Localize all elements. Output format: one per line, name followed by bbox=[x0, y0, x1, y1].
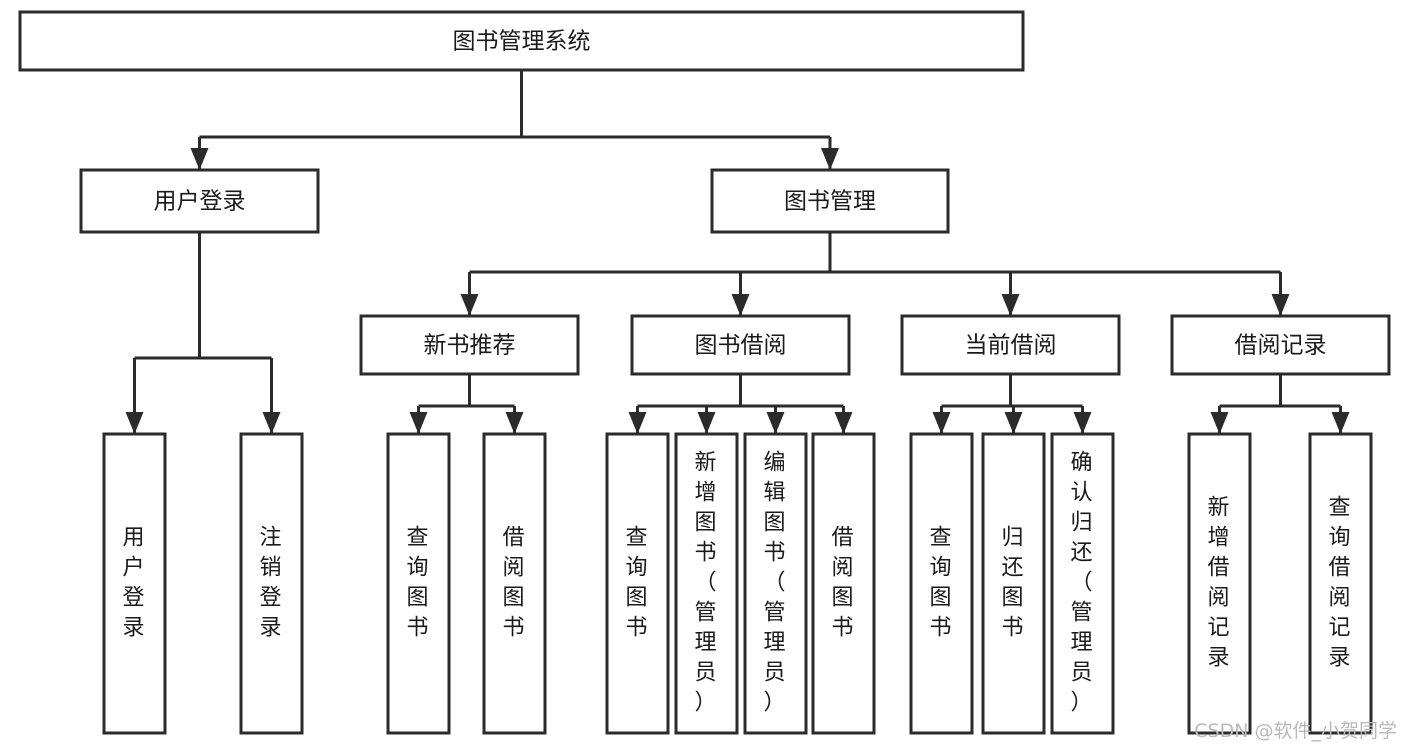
node-root-system-title-box[interactable] bbox=[18, 10, 1025, 72]
node-leaf-return-book[interactable]: 归还图书 bbox=[981, 432, 1046, 735]
node-leaf-query-record[interactable]: 查询借阅记录 bbox=[1308, 432, 1373, 735]
new-book-rec-to-leaves-arrow-1 bbox=[505, 412, 524, 434]
current-borrow-to-leaves-arrow-0 bbox=[932, 412, 951, 434]
node-book-manage-label: 图书管理 bbox=[784, 189, 876, 215]
node-leaf-add-book[interactable]: 新增图书（管理员） bbox=[674, 432, 739, 735]
node-current-borrow-box[interactable] bbox=[900, 314, 1121, 376]
node-user-login-box[interactable] bbox=[79, 168, 320, 234]
node-leaf-query-book-borrow-label: 查询图书 bbox=[625, 526, 649, 641]
node-leaf-borrow-book-rec[interactable]: 借阅图书 bbox=[482, 432, 547, 735]
node-book-borrow-box[interactable] bbox=[630, 314, 851, 376]
node-leaf-query-book-borrow[interactable]: 查询图书 bbox=[605, 432, 670, 735]
node-leaf-query-record-label: 查询借阅记录 bbox=[1328, 496, 1352, 671]
node-leaf-borrow-book-rec-box[interactable] bbox=[482, 432, 547, 735]
node-leaf-edit-book[interactable]: 编辑图书（管理员） bbox=[743, 432, 808, 735]
node-leaf-query-record-box[interactable] bbox=[1308, 432, 1373, 735]
book-manage-to-level3-arrow-0 bbox=[460, 294, 479, 316]
book-borrow-to-leaves-arrow-3 bbox=[834, 412, 853, 434]
node-new-book-rec-box[interactable] bbox=[359, 314, 580, 376]
node-book-manage-box[interactable] bbox=[710, 168, 950, 234]
book-borrow-to-leaves-arrow-2 bbox=[766, 412, 785, 434]
node-leaf-borrow-book-box[interactable] bbox=[811, 432, 876, 735]
node-leaf-confirm-return-box[interactable] bbox=[1050, 432, 1115, 735]
book-borrow-to-leaves-arrow-1 bbox=[697, 412, 716, 434]
node-leaf-add-book-box[interactable] bbox=[674, 432, 739, 735]
node-book-borrow[interactable]: 图书借阅 bbox=[630, 314, 851, 376]
current-borrow-to-leaves-arrow-1 bbox=[1004, 412, 1023, 434]
node-new-book-rec-label: 新书推荐 bbox=[424, 333, 516, 359]
node-leaf-user-login[interactable]: 用户登录 bbox=[102, 432, 167, 735]
node-leaf-query-book-rec[interactable]: 查询图书 bbox=[386, 432, 451, 735]
node-borrow-record-box[interactable] bbox=[1170, 314, 1391, 376]
node-current-borrow[interactable]: 当前借阅 bbox=[900, 314, 1121, 376]
node-leaf-borrow-book-label: 借阅图书 bbox=[831, 526, 855, 641]
node-leaf-logout-login-label: 注销登录 bbox=[259, 526, 283, 641]
borrow-record-to-leaves-arrow-1 bbox=[1331, 412, 1350, 434]
node-leaf-query-book-current[interactable]: 查询图书 bbox=[909, 432, 974, 735]
book-manage-to-level3-arrow-1 bbox=[731, 294, 750, 316]
node-borrow-record-label: 借阅记录 bbox=[1235, 333, 1327, 359]
new-book-rec-to-leaves-arrow-0 bbox=[409, 412, 428, 434]
node-leaf-confirm-return-label: 确认归还（管理员） bbox=[1070, 451, 1094, 716]
node-current-borrow-label: 当前借阅 bbox=[965, 333, 1057, 359]
node-leaf-edit-book-label: 编辑图书（管理员） bbox=[763, 451, 787, 716]
node-leaf-query-book-rec-box[interactable] bbox=[386, 432, 451, 735]
node-new-book-rec[interactable]: 新书推荐 bbox=[359, 314, 580, 376]
book-manage-to-level3-arrow-2 bbox=[1001, 294, 1020, 316]
book-borrow-to-leaves-arrow-0 bbox=[628, 412, 647, 434]
node-borrow-record[interactable]: 借阅记录 bbox=[1170, 314, 1391, 376]
node-leaf-return-book-box[interactable] bbox=[981, 432, 1046, 735]
node-leaf-logout-login-box[interactable] bbox=[239, 432, 304, 735]
book-manage-to-level3-arrow-3 bbox=[1271, 294, 1290, 316]
node-book-borrow-label: 图书借阅 bbox=[695, 333, 787, 359]
node-leaf-query-book-borrow-box[interactable] bbox=[605, 432, 670, 735]
user-login-to-leaves-arrow-0 bbox=[125, 412, 144, 434]
node-leaf-borrow-book[interactable]: 借阅图书 bbox=[811, 432, 876, 735]
root-to-level2-arrow-0 bbox=[190, 148, 209, 170]
node-root-system-title-label: 图书管理系统 bbox=[453, 29, 591, 55]
node-book-manage[interactable]: 图书管理 bbox=[710, 168, 950, 234]
node-leaf-query-book-rec-label: 查询图书 bbox=[406, 526, 430, 641]
node-leaf-add-record-label: 新增借阅记录 bbox=[1207, 496, 1231, 671]
node-user-login[interactable]: 用户登录 bbox=[79, 168, 320, 234]
node-leaf-logout-login[interactable]: 注销登录 bbox=[239, 432, 304, 735]
node-leaf-borrow-book-rec-label: 借阅图书 bbox=[502, 526, 526, 641]
node-layer: 图书管理系统用户登录图书管理新书推荐图书借阅当前借阅借阅记录用户登录注销登录查询… bbox=[18, 10, 1391, 735]
current-borrow-to-leaves-arrow-2 bbox=[1073, 412, 1092, 434]
node-user-login-label: 用户登录 bbox=[154, 189, 246, 215]
node-leaf-user-login-label: 用户登录 bbox=[122, 526, 146, 641]
node-leaf-edit-book-box[interactable] bbox=[743, 432, 808, 735]
node-leaf-return-book-label: 归还图书 bbox=[1001, 526, 1025, 641]
node-leaf-add-book-label: 新增图书（管理员） bbox=[694, 451, 718, 716]
node-leaf-query-book-current-label: 查询图书 bbox=[929, 526, 953, 641]
node-leaf-user-login-box[interactable] bbox=[102, 432, 167, 735]
borrow-record-to-leaves-arrow-0 bbox=[1210, 412, 1229, 434]
connector-layer bbox=[125, 70, 1350, 434]
node-leaf-add-record-box[interactable] bbox=[1187, 432, 1252, 735]
node-leaf-add-record[interactable]: 新增借阅记录 bbox=[1187, 432, 1252, 735]
root-to-level2-arrow-1 bbox=[821, 148, 839, 170]
user-login-to-leaves-arrow-1 bbox=[262, 412, 281, 434]
node-leaf-query-book-current-box[interactable] bbox=[909, 432, 974, 735]
node-leaf-confirm-return[interactable]: 确认归还（管理员） bbox=[1050, 432, 1115, 735]
node-root-system-title[interactable]: 图书管理系统 bbox=[18, 10, 1025, 72]
